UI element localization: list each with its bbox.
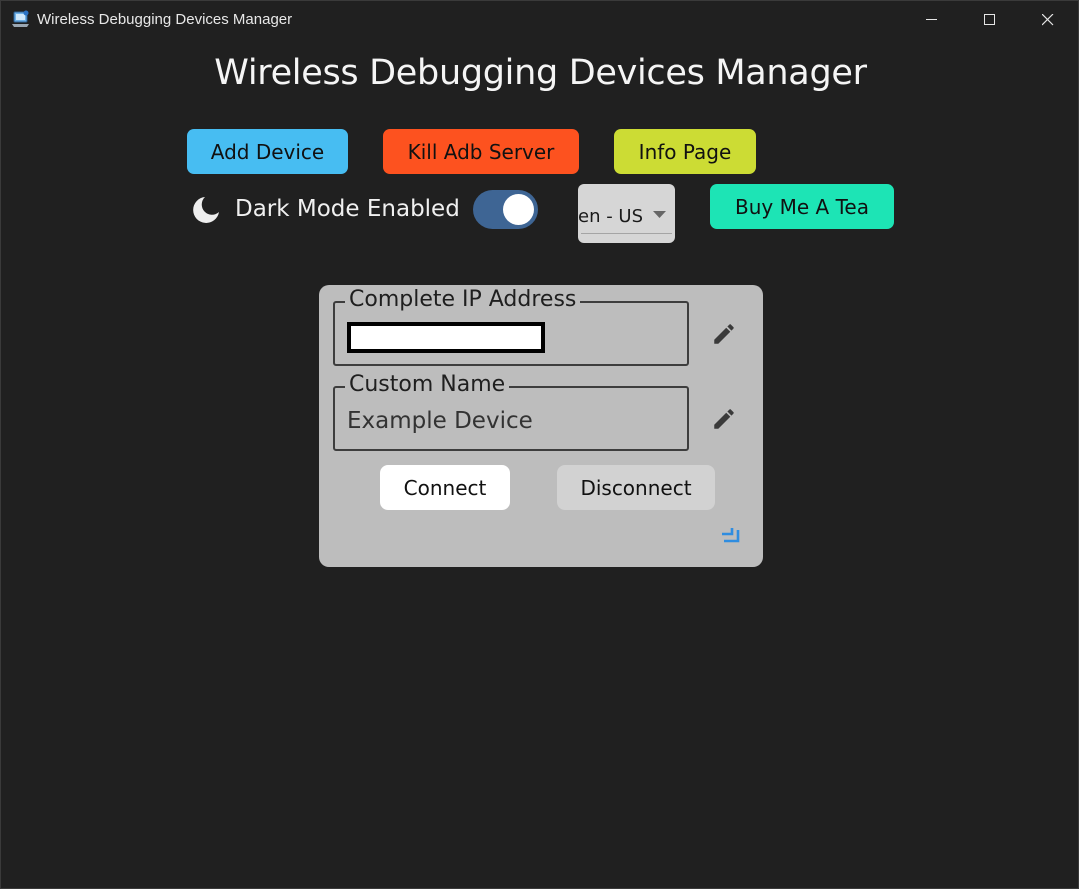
pencil-icon[interactable] xyxy=(711,321,737,347)
info-page-button[interactable]: Info Page xyxy=(614,129,756,174)
pencil-icon[interactable] xyxy=(711,406,737,432)
disconnect-button[interactable]: Disconnect xyxy=(557,465,715,510)
connect-button[interactable]: Connect xyxy=(380,465,510,510)
page-title: Wireless Debugging Devices Manager xyxy=(214,53,867,93)
toggle-knob xyxy=(503,194,534,225)
ip-address-value[interactable] xyxy=(347,322,545,353)
language-select[interactable]: en - US xyxy=(578,184,675,243)
minimize-button[interactable] xyxy=(903,1,961,39)
window-title: Wireless Debugging Devices Manager xyxy=(37,11,293,28)
custom-name-label: Custom Name xyxy=(345,372,510,398)
close-button[interactable] xyxy=(1019,1,1077,39)
dark-mode-label: Dark Mode Enabled xyxy=(235,196,460,222)
buy-me-a-tea-button[interactable]: Buy Me A Tea xyxy=(710,184,894,229)
device-card: Complete IP Address Custom Name Connect … xyxy=(319,285,763,567)
custom-name-field: Custom Name xyxy=(333,372,689,451)
kill-adb-server-button[interactable]: Kill Adb Server xyxy=(383,129,579,174)
dark-mode-toggle[interactable] xyxy=(473,190,538,229)
language-value: en - US xyxy=(578,206,644,227)
add-device-button[interactable]: Add Device xyxy=(187,129,348,174)
custom-name-input[interactable] xyxy=(347,403,677,439)
laptop-app-icon xyxy=(11,10,30,29)
select-underline xyxy=(581,233,672,234)
maximize-icon xyxy=(984,14,995,25)
chevron-down-icon xyxy=(653,211,666,218)
moon-icon xyxy=(191,195,221,225)
ip-address-label: Complete IP Address xyxy=(345,287,581,313)
close-icon xyxy=(1042,14,1054,26)
collapse-corner-icon[interactable] xyxy=(720,526,742,548)
ip-address-field: Complete IP Address xyxy=(333,287,689,366)
title-bar[interactable]: Wireless Debugging Devices Manager xyxy=(1,1,1078,39)
maximize-button[interactable] xyxy=(961,1,1019,39)
minimize-icon xyxy=(926,19,937,20)
